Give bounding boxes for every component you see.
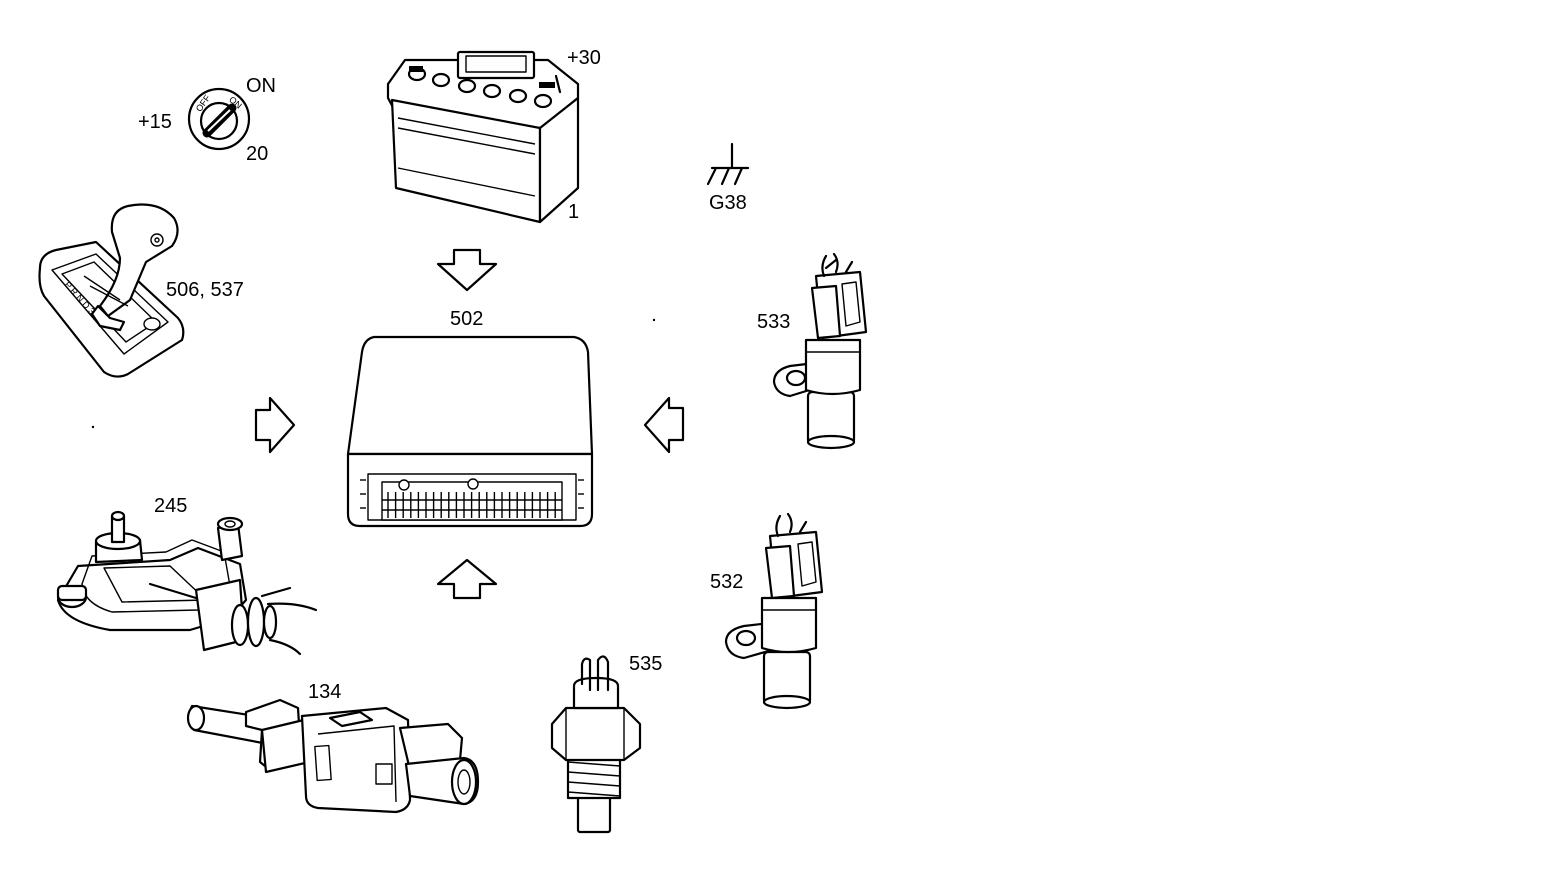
battery-label: 1 <box>568 201 579 223</box>
ground-icon <box>706 142 750 186</box>
ignition-on-label: ON <box>246 75 276 97</box>
selector-label: 506, 537 <box>166 279 244 301</box>
brake-switch-label: 134 <box>308 681 341 703</box>
ignition-terminal-label: +15 <box>138 111 172 133</box>
control-unit-label: 502 <box>450 308 483 330</box>
temperature-sensor-icon <box>550 655 642 834</box>
temp-sensor-label: 535 <box>629 653 662 675</box>
battery-icon <box>386 50 580 224</box>
battery-terminal-label: +30 <box>567 47 601 69</box>
stray-dot <box>652 318 656 322</box>
ignition-position-label: 20 <box>246 143 268 165</box>
sensor-533-label: 533 <box>757 311 790 333</box>
position-switch-label: 245 <box>154 495 187 517</box>
control-unit-icon <box>346 335 594 528</box>
speed-sensor-icon <box>724 512 824 710</box>
speed-sensor-icon <box>772 252 868 450</box>
position-switch-icon <box>56 510 318 656</box>
arrow-right-icon <box>254 396 296 454</box>
arrow-left-icon <box>643 396 685 454</box>
brake-light-switch-icon <box>186 698 480 814</box>
stray-dot <box>91 425 95 429</box>
sensor-532-label: 532 <box>710 571 743 593</box>
ignition-switch-icon: OFF ON <box>187 87 251 151</box>
arrow-down-icon <box>436 248 498 292</box>
ground-label: G38 <box>709 192 747 214</box>
gear-selector-icon: P R N D 3 2 1 <box>38 203 185 378</box>
arrow-up-icon <box>436 558 498 600</box>
